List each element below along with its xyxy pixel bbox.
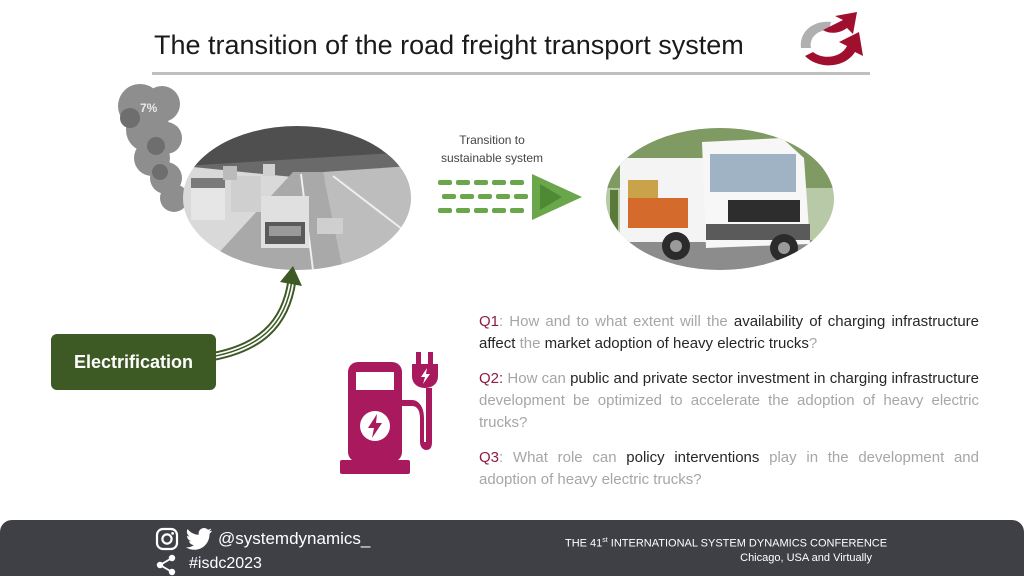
question-1-segment: the	[515, 335, 545, 352]
question-2: Q2: How can public and private sector in…	[479, 368, 979, 434]
emission-smoke-cloud	[118, 84, 188, 212]
question-3-segment: Q3	[479, 449, 500, 466]
electric-truck-image	[606, 128, 834, 270]
question-3-segment: play in the development and adoption of …	[479, 449, 979, 488]
electrification-box: Electrification	[51, 334, 216, 390]
question-2-segment: How can	[503, 370, 571, 387]
twitter-icon[interactable]	[186, 527, 212, 551]
question-1-segment: availability of charging infrastructure …	[479, 313, 979, 352]
question-2-segment: development be optimized to accelerate t…	[479, 392, 979, 431]
transition-label: Transition to sustainable system	[428, 131, 556, 167]
question-3: Q3: What role can policy interventions p…	[479, 447, 979, 491]
instagram-icon[interactable]	[155, 527, 179, 551]
ev-charger-icon	[340, 352, 438, 474]
transition-arrow-icon	[438, 174, 582, 220]
electrification-curved-arrow	[203, 266, 302, 363]
conference-name-prefix: THE 41	[565, 537, 603, 550]
question-1-segment: market adoption of heavy electric trucks	[544, 335, 809, 352]
social-handle[interactable]: @systemdynamics_	[218, 529, 371, 548]
conference-location: Chicago, USA and Virtually	[740, 552, 872, 564]
conference-ordinal: st	[602, 537, 608, 544]
highway-trucks-image	[183, 126, 411, 270]
question-2-segment: public and private sector investment in …	[570, 370, 979, 387]
transition-label-line2: sustainable system	[440, 151, 544, 165]
question-3-segment: : What role can	[499, 449, 627, 466]
title-divider	[152, 72, 870, 75]
transition-label-line1: Transition to	[459, 133, 525, 147]
question-1-segment: : How and to what extent will the	[499, 313, 734, 330]
share-icon[interactable]	[155, 554, 177, 576]
conference-hashtag[interactable]: #isdc2023	[189, 555, 262, 572]
question-1-segment: ?	[808, 335, 818, 352]
conference-logo	[800, 12, 863, 66]
question-1: Q1: How and to what extent will the avai…	[479, 311, 979, 355]
slide-title: The transition of the road freight trans…	[154, 30, 744, 60]
question-1-segment: Q1	[479, 313, 500, 330]
conference-name-rest: INTERNATIONAL SYSTEM DYNAMICS CONFERENCE	[607, 537, 888, 550]
question-2-segment: Q2:	[479, 370, 504, 387]
question-3-segment: policy interventions	[626, 449, 760, 466]
emission-share-label: 7%	[140, 101, 158, 115]
conference-name: THE 41st INTERNATIONAL SYSTEM DYNAMICS C…	[565, 537, 887, 550]
